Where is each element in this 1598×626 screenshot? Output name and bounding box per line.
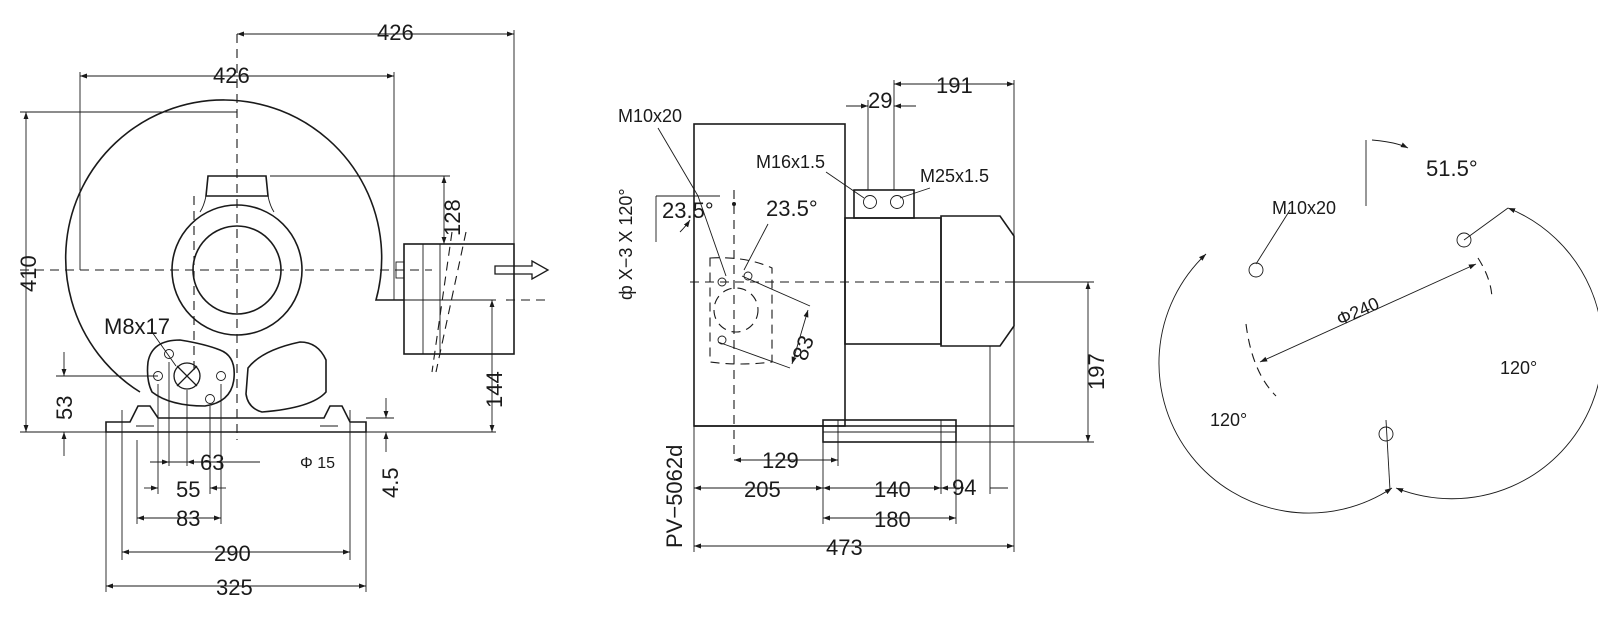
flange-diameter: Φ240 <box>1333 293 1382 329</box>
flange-arc-left <box>1158 253 1393 514</box>
motor-foot <box>822 419 957 443</box>
outlet-box <box>403 243 515 355</box>
flange-view: 51.5° M10x20 Φ240 120° 120° <box>1158 139 1598 514</box>
thread-m25-label: M25x1.5 <box>920 166 989 186</box>
dim-53: 53 <box>52 396 77 420</box>
flow-arrow-icon <box>494 259 550 281</box>
dim-128: 128 <box>440 199 465 236</box>
dim-140: 140 <box>874 477 911 502</box>
angle-right-label: 23.5° <box>766 196 818 221</box>
angle-120-left: 120° <box>1210 410 1247 430</box>
flange-hole-3 <box>1378 426 1394 442</box>
thread-m8-label: M8x17 <box>104 314 170 339</box>
angle-120-right: 120° <box>1500 358 1537 378</box>
dim-63: 63 <box>200 450 224 475</box>
mounting-lug <box>146 339 236 407</box>
flange-dashed-outline <box>709 257 773 365</box>
dim-191: 191 <box>936 73 973 98</box>
base-plate <box>105 405 367 433</box>
dim-144: 144 <box>482 371 507 408</box>
dim-4-5: 4.5 <box>378 467 403 498</box>
model-number: PV−5062d <box>662 445 687 548</box>
dim-426-housing: 426 <box>213 63 250 88</box>
thread-m10-label: M10x20 <box>618 106 682 126</box>
dim-94: 94 <box>952 475 976 500</box>
side-view: 191 29 M10x20 M16x1.5 M25x1.5 23.5° 23.5… <box>616 73 1109 560</box>
front-view: 426 426 410 128 144 53 4.5 63 55 83 290 … <box>16 20 550 600</box>
dim-180: 180 <box>874 507 911 532</box>
motor-housing <box>844 217 942 345</box>
angle-51-5: 51.5° <box>1426 156 1478 181</box>
dim-197: 197 <box>1084 353 1109 390</box>
dim-83-diagonal: 83 <box>787 332 819 364</box>
hole-pattern-label: ф X−3 X 120° <box>616 188 636 300</box>
dim-473: 473 <box>826 535 863 560</box>
flange-hole-2 <box>1456 232 1472 248</box>
flange-arc-right <box>1395 207 1598 500</box>
dim-29: 29 <box>868 88 892 113</box>
dim-205: 205 <box>744 477 781 502</box>
dim-410: 410 <box>16 255 41 292</box>
housing-window <box>245 341 327 413</box>
angle-left-label: 23.5° <box>662 198 714 223</box>
dim-55: 55 <box>176 477 200 502</box>
flange-thread-label: M10x20 <box>1272 198 1336 218</box>
hole-diameter-label: Φ 15 <box>300 455 335 472</box>
dim-325: 325 <box>216 575 253 600</box>
flange-hole-1 <box>1248 262 1264 278</box>
dim-129: 129 <box>762 448 799 473</box>
dim-426-top: 426 <box>377 20 414 45</box>
housing-outline <box>64 99 404 393</box>
dim-290: 290 <box>214 541 251 566</box>
terminal-box <box>853 189 915 219</box>
thread-m16-label: M16x1.5 <box>756 152 825 172</box>
dim-83: 83 <box>176 506 200 531</box>
motor-fan-cover <box>940 215 1015 347</box>
